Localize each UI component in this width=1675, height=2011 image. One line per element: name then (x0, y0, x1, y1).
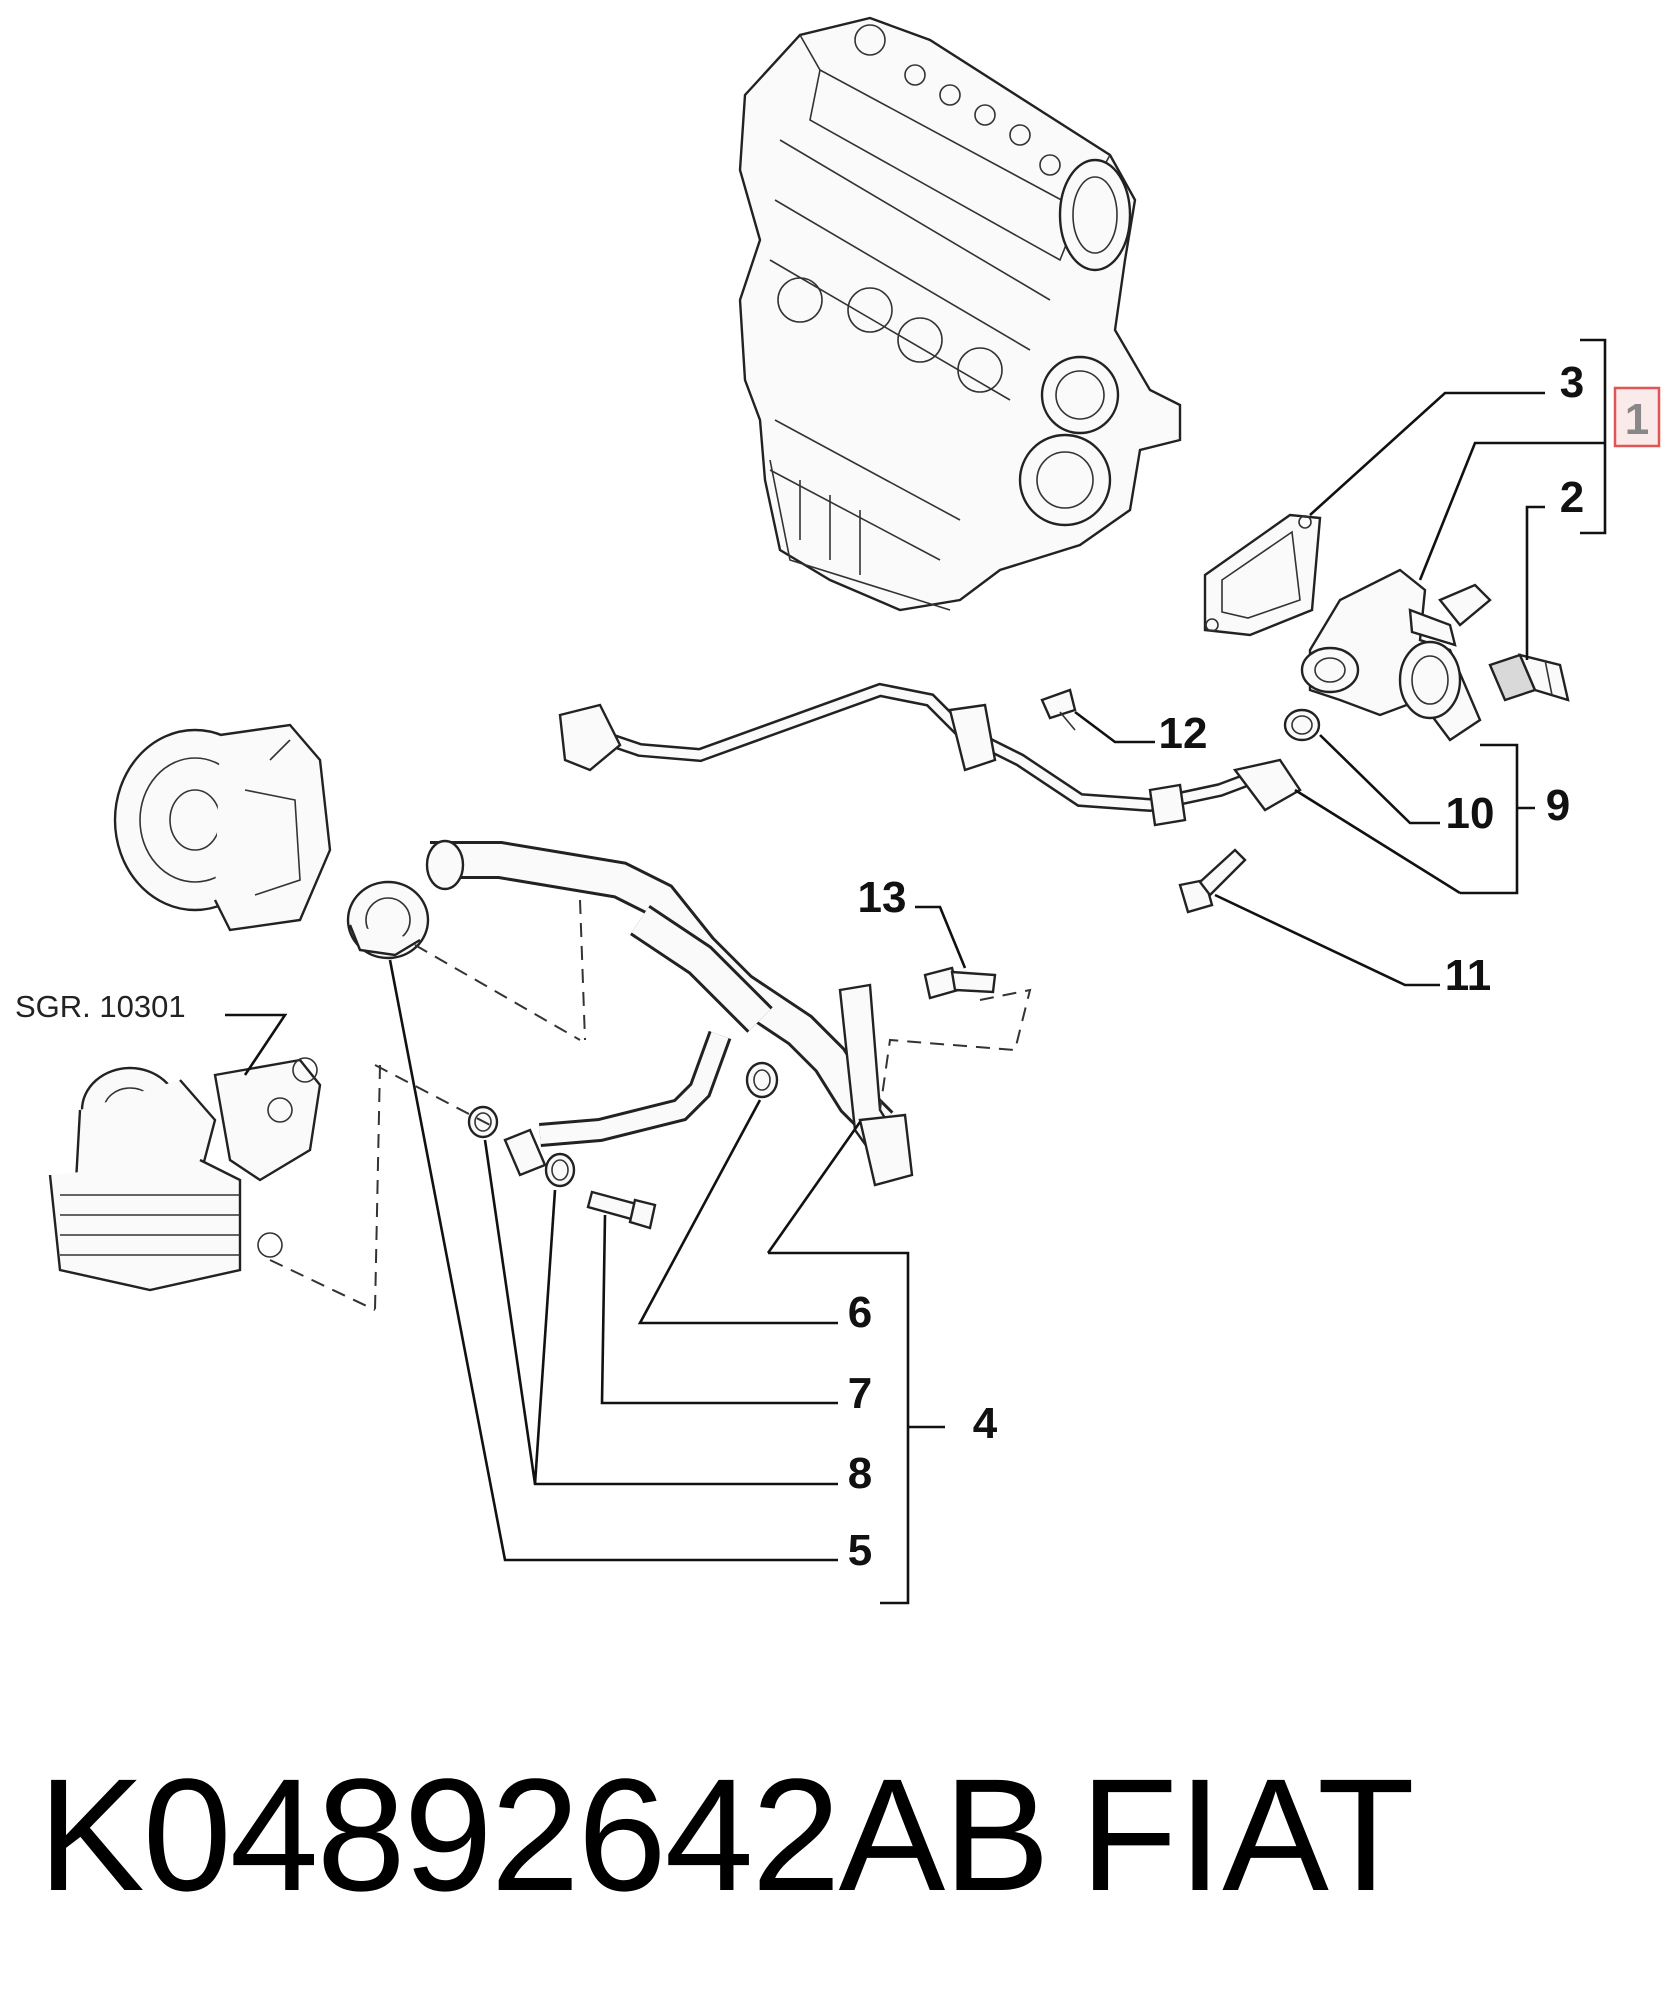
coolant-pipe-part-4 (425, 839, 914, 1187)
callout-labels: 1 2 3 4 5 6 7 8 9 10 11 12 13 SGR. 10301 (15, 358, 1661, 1575)
callout-3: 3 (1560, 358, 1584, 407)
bolt-part-13 (923, 966, 997, 1000)
water-pump-illustration (113, 723, 332, 932)
bolt-part-7 (586, 1190, 657, 1230)
part-number-label: K04892642AB (38, 1745, 1050, 1924)
thermostat-housing-part-1 (1300, 568, 1492, 742)
brand-label: FIAT (1080, 1745, 1415, 1924)
callout-4: 4 (973, 1399, 998, 1448)
callout-1: 1 (1625, 395, 1649, 444)
engine-block-illustration (738, 16, 1182, 612)
leader-lines (225, 338, 1607, 1605)
bolt-part-11 (1178, 848, 1247, 914)
callout-9: 9 (1546, 781, 1570, 830)
o-ring-part-6 (745, 1061, 779, 1099)
callout-2: 2 (1560, 473, 1584, 522)
oil-cooler-illustration (48, 1057, 322, 1292)
callout-8: 8 (848, 1449, 872, 1498)
callout-7: 7 (848, 1369, 872, 1418)
callout-13: 13 (858, 873, 907, 922)
callout-5: 5 (848, 1526, 872, 1575)
callout-6: 6 (848, 1288, 872, 1337)
dashed-reference-lines (269, 899, 1032, 1311)
connector-part-5 (346, 880, 430, 960)
highlight-box-1 (1613, 386, 1661, 448)
callout-12: 12 (1159, 709, 1208, 758)
screw-part-12 (1040, 688, 1077, 731)
callout-11: 11 (1445, 951, 1492, 1000)
coolant-pipe-part-9 (558, 682, 1302, 827)
o-ring-part-8b (544, 1152, 576, 1188)
sleeve-part (503, 1128, 547, 1177)
o-ring-part-10 (1283, 708, 1321, 742)
callout-10: 10 (1446, 789, 1495, 838)
gasket-part-3 (1203, 513, 1322, 637)
temperature-sensor-part-2 (1488, 653, 1570, 702)
sgr-reference-label: SGR. 10301 (15, 989, 186, 1024)
